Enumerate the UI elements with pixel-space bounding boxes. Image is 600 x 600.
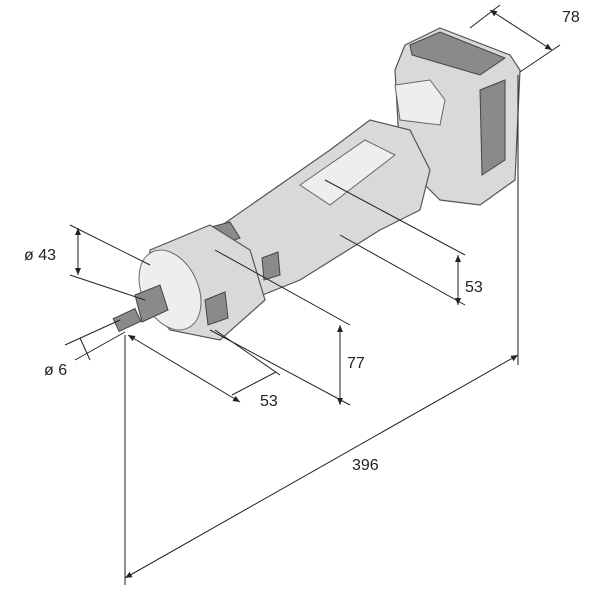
label-53-handle: 53 — [465, 279, 483, 296]
grinder-illustration — [112, 27, 521, 341]
dimension-spindle-diameter: ø 6 — [44, 319, 126, 379]
dimension-battery-width: 78 — [469, 4, 580, 73]
dimension-collet-diameter: ø 43 — [24, 224, 151, 301]
handle-grip — [299, 139, 396, 206]
label-53-head: 53 — [260, 393, 278, 410]
collet-nut — [134, 284, 169, 323]
label-396: 396 — [352, 457, 379, 474]
dimension-handle-height: 53 — [324, 179, 483, 306]
label-o43: ø 43 — [24, 247, 56, 264]
speed-dial — [261, 251, 281, 281]
label-o6: ø 6 — [44, 362, 67, 379]
label-77: 77 — [347, 355, 365, 372]
label-78: 78 — [562, 9, 580, 26]
battery-latch — [394, 79, 446, 126]
dimension-overall-length: 396 — [124, 75, 519, 585]
battery-label — [479, 79, 506, 176]
battery-top — [409, 31, 507, 76]
spindle — [112, 307, 142, 333]
vent-slots — [204, 291, 229, 326]
dimension-head-width: 53 — [127, 329, 281, 410]
